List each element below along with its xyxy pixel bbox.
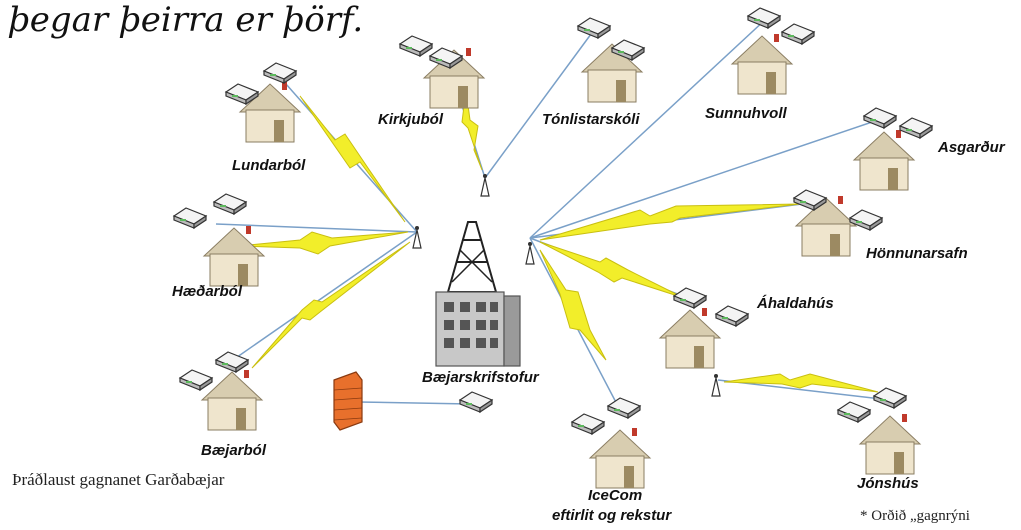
label-ahaldahus: Áhaldahús bbox=[756, 295, 834, 312]
label-icecom: IceCom bbox=[588, 487, 642, 504]
router-icon bbox=[571, 413, 605, 435]
cable-links bbox=[215, 17, 891, 411]
router-icon bbox=[781, 23, 815, 45]
label-lundarbol: Lundarból bbox=[232, 157, 306, 174]
router-icon bbox=[715, 305, 749, 327]
label-honnunarsafn: Hönnunarsafn bbox=[866, 245, 968, 262]
headquarters-building bbox=[435, 221, 521, 367]
router-icon bbox=[873, 387, 907, 409]
router-icon bbox=[173, 207, 207, 229]
router-icon bbox=[899, 117, 933, 139]
antenna-icon bbox=[525, 241, 535, 265]
router-icon bbox=[213, 193, 247, 215]
router-icon bbox=[399, 35, 433, 57]
house-icon bbox=[859, 413, 921, 475]
label-kirkjubol: Kirkjuból bbox=[378, 111, 444, 128]
router-icon bbox=[747, 7, 781, 29]
antenna-icon bbox=[711, 373, 721, 397]
house-icon bbox=[203, 225, 265, 287]
router-icon bbox=[179, 369, 213, 391]
house-icon bbox=[589, 427, 651, 489]
label-asgardur: Asgarður bbox=[937, 139, 1006, 156]
label-tonlistarskoli: Tónlistarskóli bbox=[542, 111, 640, 128]
label-icecom-subtitle: eftirlit og rekstur bbox=[552, 507, 672, 524]
page-heading: þegar þeirra er þörf. bbox=[8, 0, 364, 40]
label-baejarbol: Bæjarból bbox=[201, 442, 267, 459]
wireless-links bbox=[237, 89, 879, 393]
label-jonshus: Jónshús bbox=[857, 475, 919, 492]
router-icon bbox=[577, 17, 611, 39]
label-haedarbol: Hæðarból bbox=[172, 283, 243, 300]
router-icon bbox=[607, 397, 641, 419]
router-icon bbox=[263, 62, 297, 84]
footnote: * Orðið „gagnrýni bbox=[860, 508, 970, 524]
router-icon bbox=[863, 107, 897, 129]
firewall-icon bbox=[333, 371, 363, 431]
house-icon bbox=[659, 307, 721, 369]
label-sunnuhvoll: Sunnuhvoll bbox=[705, 105, 787, 122]
antenna-icon bbox=[480, 173, 490, 197]
router-icon bbox=[673, 287, 707, 309]
figure-caption: Þráðlaust gagnanet Garðabæjar bbox=[12, 470, 225, 489]
label-headquarters: Bæjarskrifstofur bbox=[422, 369, 540, 386]
router-icon bbox=[215, 351, 249, 373]
router-icon bbox=[459, 391, 493, 413]
router-icon bbox=[837, 401, 871, 423]
router-icon bbox=[849, 209, 883, 231]
house-icon bbox=[853, 129, 915, 191]
